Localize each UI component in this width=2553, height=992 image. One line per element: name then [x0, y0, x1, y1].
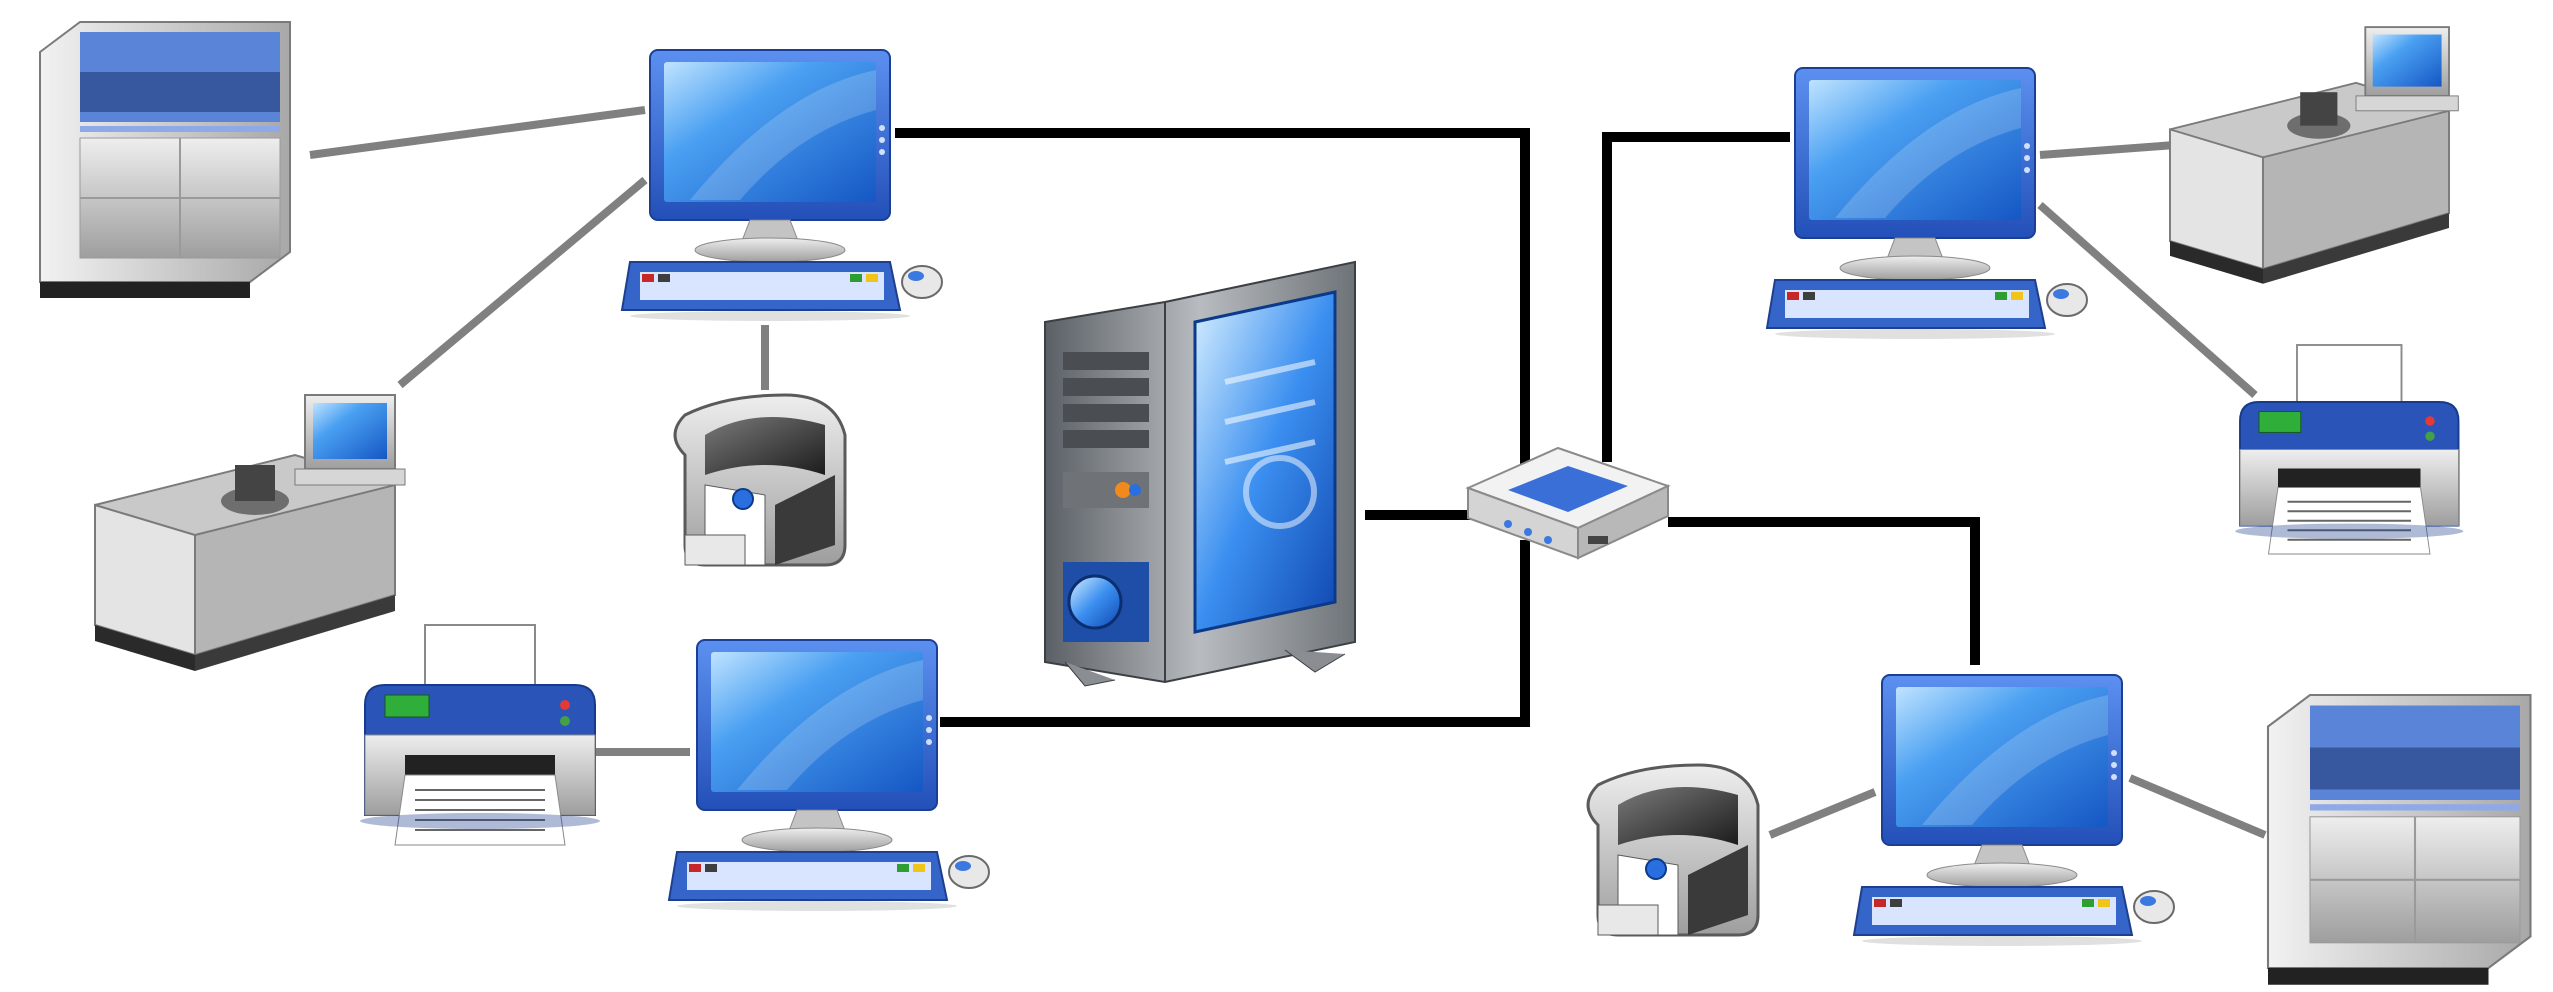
- network-link: [895, 128, 1530, 475]
- instrument-cabinet-icon: [2266, 693, 2532, 986]
- peripheral-link: [2037, 202, 2258, 398]
- peripheral-link: [397, 176, 648, 389]
- printer-icon: [359, 624, 601, 846]
- analyzer-icon: [2169, 26, 2460, 285]
- router-icon: [1467, 447, 1669, 559]
- network-link: [1668, 517, 1980, 665]
- peripheral-link: [2039, 141, 2176, 159]
- peripheral-link: [2128, 774, 2267, 839]
- instrument-cabinet-icon: [39, 21, 291, 299]
- computer-icon: [1853, 674, 2175, 947]
- network-link: [1602, 132, 1790, 462]
- network-link: [940, 540, 1530, 727]
- computer-icon: [1766, 67, 2088, 340]
- peripheral-link: [1768, 788, 1877, 839]
- label-printer-icon: [1586, 763, 1760, 937]
- label-printer-icon: [673, 393, 847, 567]
- analyzer-icon: [94, 394, 406, 672]
- printer-icon: [2234, 344, 2465, 555]
- server-icon: [1045, 262, 1355, 686]
- computer-icon: [621, 49, 943, 322]
- computer-icon: [668, 639, 990, 912]
- peripheral-link: [309, 106, 646, 159]
- links: [309, 106, 2267, 839]
